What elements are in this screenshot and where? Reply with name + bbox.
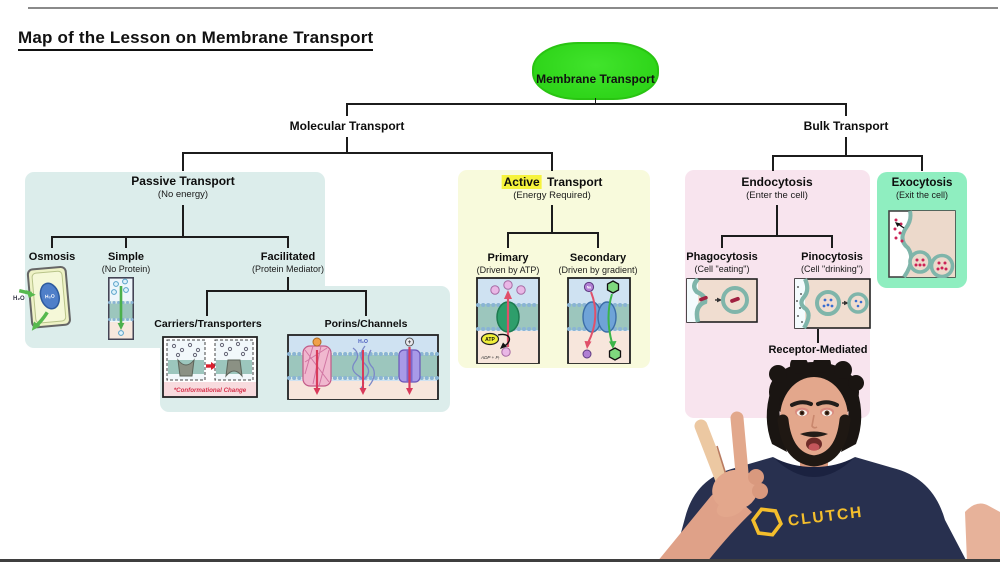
simple-diffusion-illustration (108, 277, 134, 340)
connector-line (287, 277, 289, 290)
connector-line (772, 155, 774, 171)
facilitated-label: Facilitated (260, 251, 316, 263)
connector-line (346, 103, 847, 105)
connector-line (182, 152, 184, 171)
connector-line (182, 152, 552, 154)
connector-line (831, 235, 833, 248)
simple-subtitle: (No Protein) (101, 264, 151, 274)
osmosis-illustration: H₂O H₂O (12, 264, 74, 332)
phagocytosis-subtitle: (Cell "eating") (694, 264, 750, 274)
connector-line (551, 152, 553, 171)
presenter: CLUTCH (615, 355, 1000, 562)
channel-gate: + (398, 337, 421, 395)
pinocytosis-subtitle: (Cell "drinking") (801, 264, 863, 274)
connector-line (206, 290, 366, 292)
phagocytosis-illustration (686, 278, 758, 323)
channel-ribbon: H₂O (352, 339, 375, 395)
osmosis-label: Osmosis (28, 251, 76, 263)
connector-line (551, 205, 553, 232)
connector-line (182, 205, 184, 236)
exocytosis-title: Exocytosis (891, 177, 953, 189)
connector-line (365, 290, 367, 316)
connector-line (845, 137, 847, 155)
connector-line (921, 155, 923, 171)
presenter-peace-hand (657, 411, 768, 562)
endocytosis-subtitle: (Enter the cell) (746, 190, 808, 201)
connector-line (206, 290, 208, 316)
secondary-illustration: Na (567, 277, 631, 364)
active-subtitle: (Energy Required) (513, 190, 591, 201)
porins-label: Porins/Channels (324, 318, 408, 330)
bottom-frame-line (0, 559, 1000, 562)
primary-subtitle: (Driven by ATP) (476, 265, 540, 275)
primary-label: Primary (487, 252, 529, 264)
primary-illustration: ATP ADP + Pᵢ (476, 277, 540, 364)
osmosis-h2o-label: H₂O (13, 296, 25, 302)
presenter-mustache (800, 431, 828, 437)
connector-line (507, 232, 509, 248)
connector-line (51, 236, 288, 238)
presenter-beard (777, 414, 851, 467)
connector-line (845, 103, 847, 116)
membrane-transport-node: Membrane Transport (532, 42, 659, 100)
carriers-illustration: *Conformational Change (162, 336, 258, 398)
carriers-label: Carriers/Transporters (154, 318, 262, 330)
connector-line (125, 236, 127, 248)
connector-line (51, 236, 53, 248)
passive-title: Passive Transport (131, 174, 235, 188)
membrane-transport-label: Membrane Transport (536, 72, 655, 86)
connector-line (507, 232, 598, 234)
connector-line (817, 329, 819, 343)
active-highlight: Active (501, 175, 542, 189)
top-divider-line (28, 7, 998, 9)
porins-illustration: H₂O + (287, 334, 439, 400)
connector-line (776, 205, 778, 235)
presenter-left-arm (965, 503, 1000, 562)
porin-barrel (302, 337, 332, 395)
secondary-label: Secondary (569, 252, 627, 264)
conformational-change-caption: *Conformational Change (174, 387, 247, 394)
presenter-face (777, 377, 851, 467)
simple-label: Simple (107, 251, 145, 263)
exocytosis-illustration (888, 210, 956, 278)
connector-line (772, 155, 922, 157)
connector-line (594, 98, 597, 104)
pinocytosis-illustration (794, 278, 871, 329)
na-ion-label: Na (587, 286, 593, 290)
osmosis-h2o-inner: H₂O (45, 294, 55, 301)
porins-h2o-label: H₂O (358, 339, 368, 345)
active-title-rest: Transport (547, 175, 603, 189)
bulk-transport-label: Bulk Transport (803, 119, 889, 133)
phagocytosis-label: Phagocytosis (686, 251, 758, 263)
connector-line (597, 232, 599, 248)
secondary-subtitle: (Driven by gradient) (558, 265, 638, 275)
receptor-mediated-label: Receptor-Mediated (768, 344, 868, 356)
connector-line (346, 137, 348, 152)
connector-line (287, 236, 289, 248)
pinocytosis-label: Pinocytosis (801, 251, 863, 263)
active-title: Active Transport (501, 175, 603, 190)
ion-plus-label: + (408, 340, 412, 346)
atp-label: ATP (485, 337, 495, 343)
connector-line (721, 235, 723, 248)
connector-line (346, 103, 348, 116)
molecular-transport-label: Molecular Transport (289, 119, 405, 133)
facilitated-subtitle: (Protein Mediator) (251, 264, 325, 274)
page-title: Map of the Lesson on Membrane Transport (18, 28, 374, 51)
endocytosis-title: Endocytosis (741, 175, 813, 189)
exocytosis-subtitle: (Exit the cell) (895, 190, 949, 200)
passive-subtitle: (No energy) (157, 189, 209, 200)
connector-line (721, 235, 832, 237)
adp-label: ADP + Pᵢ (480, 355, 500, 360)
